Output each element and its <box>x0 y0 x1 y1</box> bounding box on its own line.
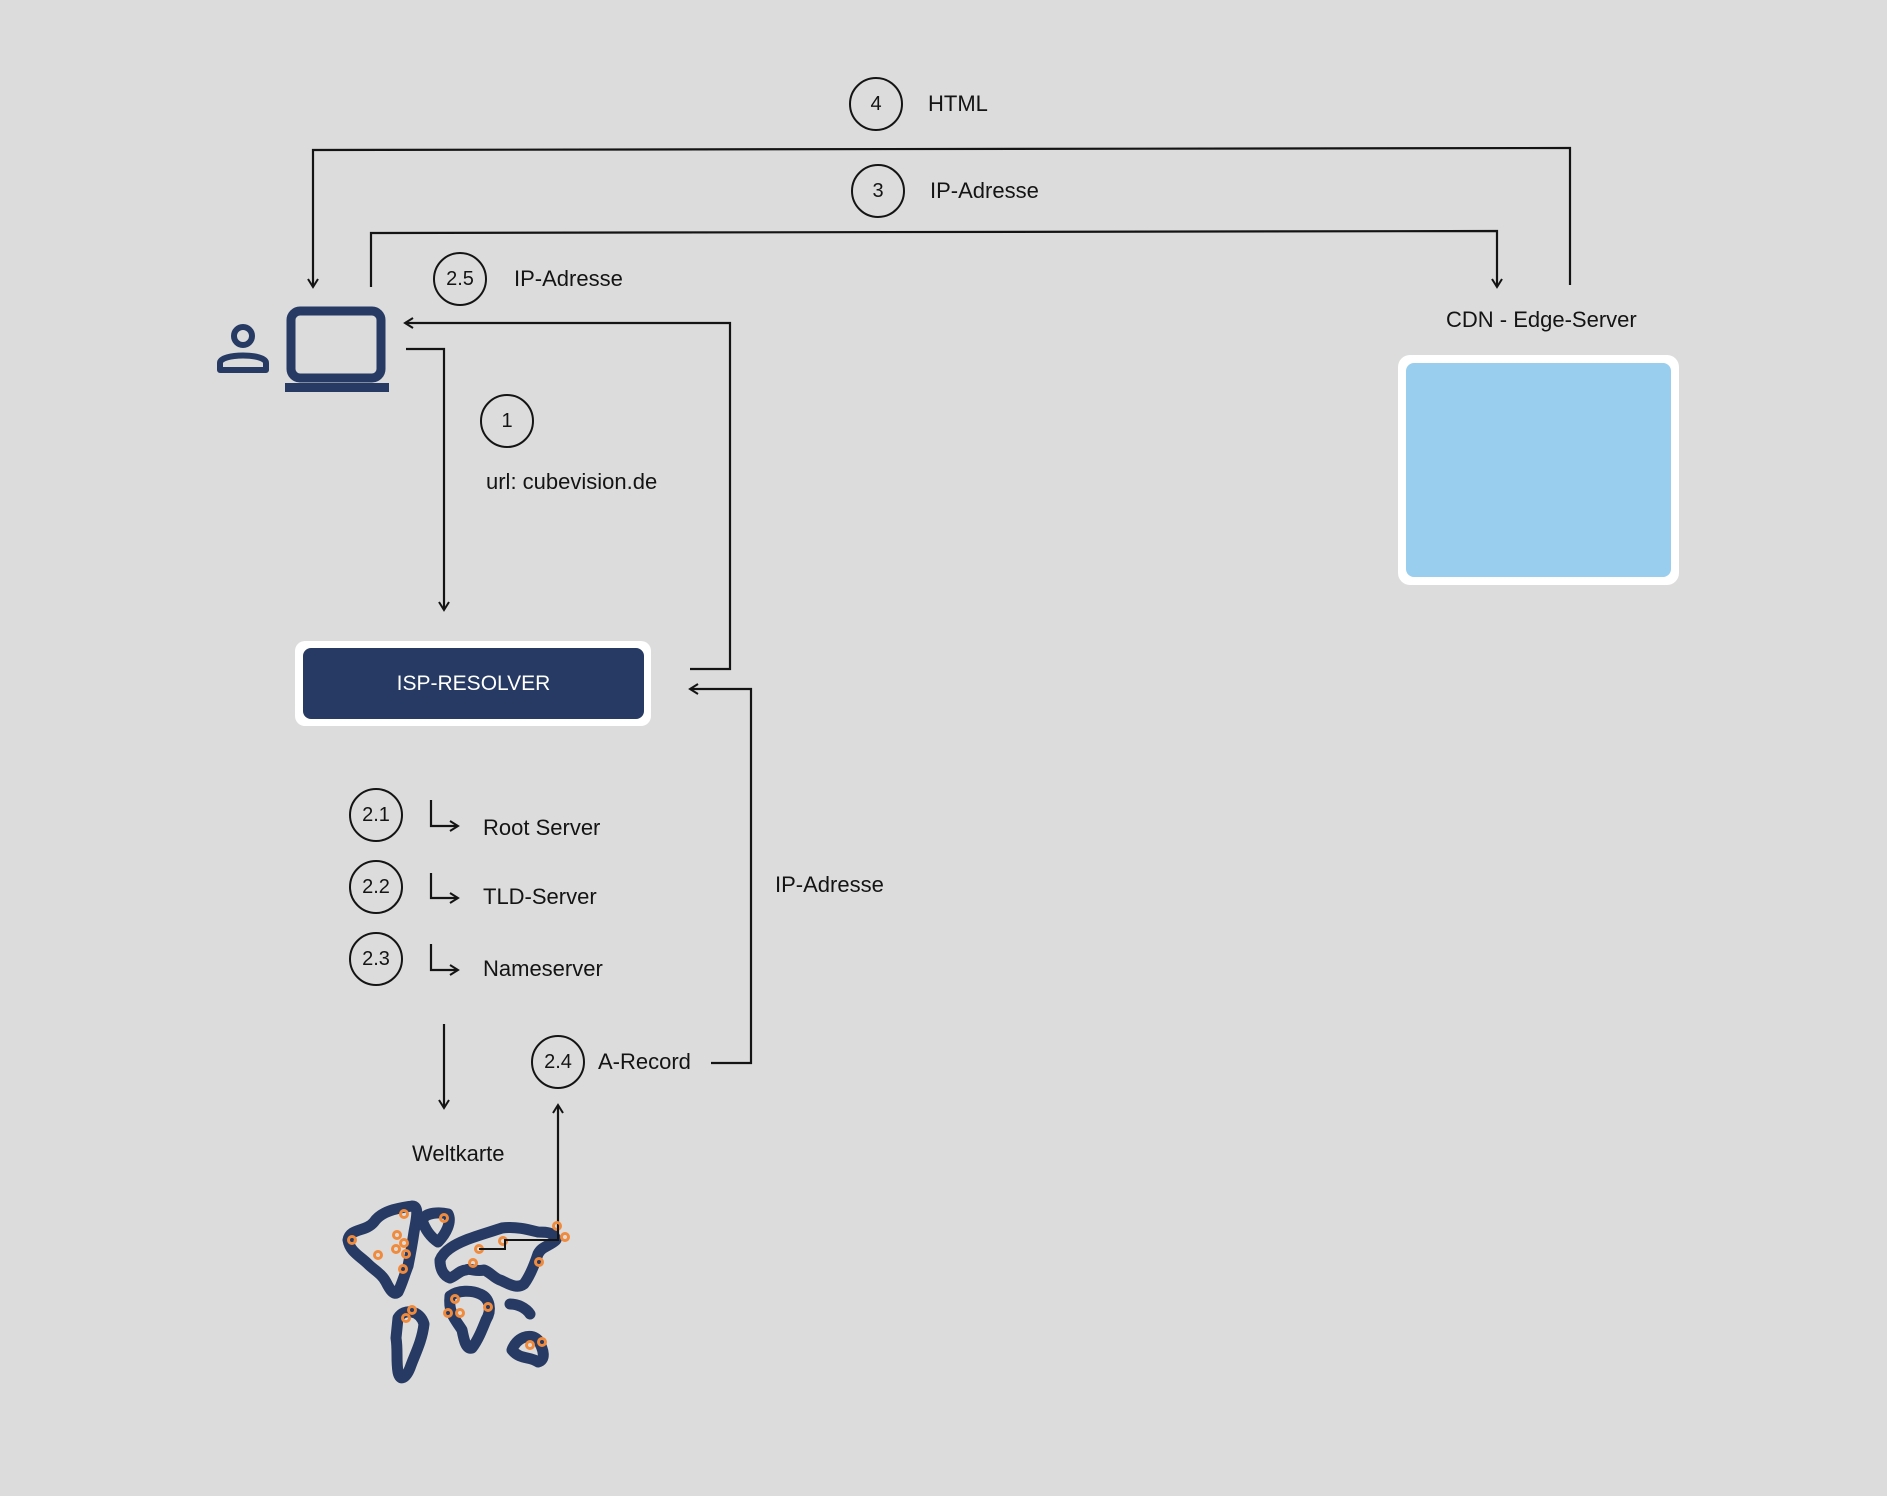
tld-server-label: TLD-Server <box>483 884 597 909</box>
a-record-label: A-Record <box>598 1049 691 1074</box>
step-1-badge: 1 <box>480 394 534 448</box>
step-2-2-badge: 2.2 <box>349 860 403 914</box>
world-map-icon <box>342 1200 570 1384</box>
step-3-badge: 3 <box>851 164 905 218</box>
map-connector <box>479 1226 559 1250</box>
edge-ip-to-cdn <box>369 229 1503 289</box>
return-ip-label: IP-Adresse <box>775 872 884 897</box>
cdn-label: CDN - Edge-Server <box>1446 307 1637 332</box>
step-2-3-badge: 2.3 <box>349 932 403 986</box>
step-2-1-badge: 2.1 <box>349 788 403 842</box>
hook-arrow-tld <box>429 873 460 904</box>
cdn-edge-server-fill <box>1406 363 1671 577</box>
step-2-5-label: IP-Adresse <box>514 266 623 291</box>
isp-resolver-box[interactable]: ISP-RESOLVER <box>295 641 651 726</box>
step-4-label: HTML <box>928 91 988 116</box>
hook-arrow-ns <box>429 944 460 976</box>
edge-ip-to-isp <box>688 683 753 1065</box>
hook-arrow-root <box>429 800 460 832</box>
url-label: url: cubevision.de <box>486 469 658 494</box>
step-4-badge: 4 <box>849 77 903 131</box>
root-server-label: Root Server <box>483 815 601 840</box>
world-map-label: Weltkarte <box>412 1141 505 1166</box>
edge-ip-to-client <box>403 317 732 671</box>
nameserver-label: Nameserver <box>483 956 603 981</box>
step-3-label: IP-Adresse <box>930 178 1039 203</box>
laptop-icon <box>285 306 389 392</box>
edge-html <box>307 146 1572 289</box>
cdn-edge-server-box[interactable] <box>1398 355 1679 585</box>
person-icon <box>217 324 269 373</box>
step-2-5-badge: 2.5 <box>433 252 487 306</box>
isp-resolver-label: ISP-RESOLVER <box>396 671 551 695</box>
step-2-4-badge: 2.4 <box>531 1035 585 1089</box>
edge-url-request <box>406 347 450 612</box>
